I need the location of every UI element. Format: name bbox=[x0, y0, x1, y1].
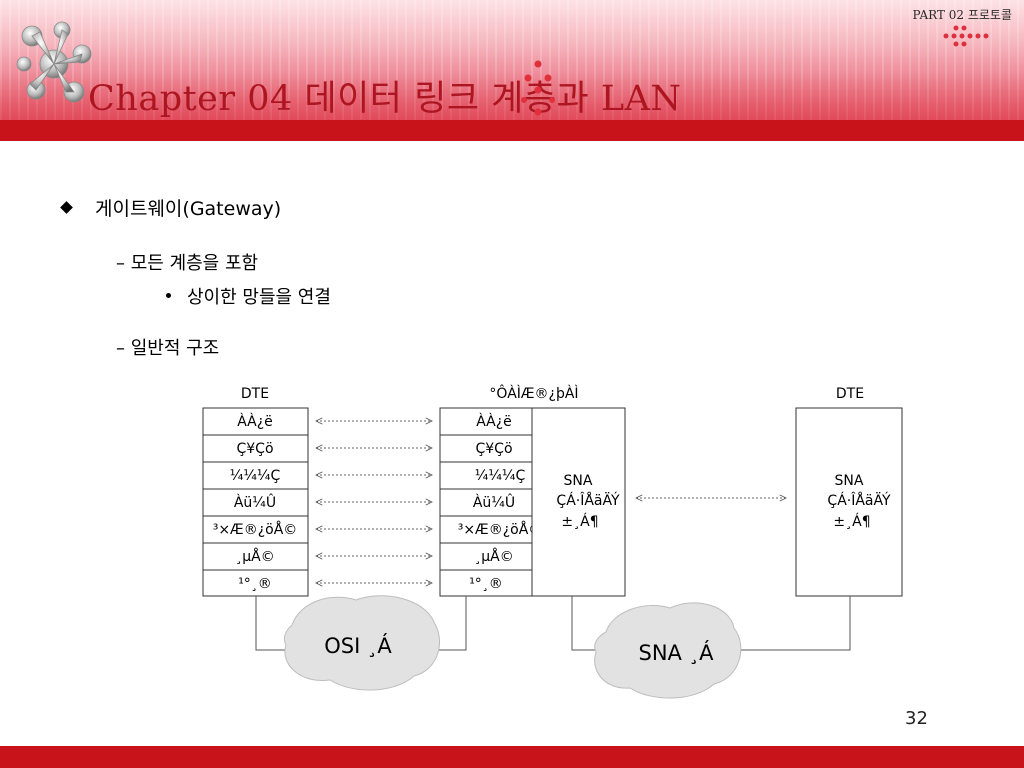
page-title: Chapter 04 데이터 링크 계층과 LAN bbox=[88, 79, 682, 119]
flower-logo-icon bbox=[16, 21, 92, 103]
gateway-sna-line-2: ÇÁ·ÎÅäÄÝ bbox=[556, 491, 620, 509]
right-sna-line-2: ÇÁ·ÎÅäÄÝ bbox=[827, 491, 891, 509]
osi-network-label: OSI ¸Á bbox=[324, 633, 392, 658]
top-red-bar bbox=[0, 120, 1024, 141]
left-layer-7: ¹°¸® bbox=[238, 576, 272, 592]
gateway-osi-connector bbox=[432, 596, 467, 651]
right-dte-box bbox=[795, 407, 903, 597]
sub-item-connect-networks: 상이한 망들을 연결 bbox=[166, 283, 331, 309]
sub-item-text: 상이한 망들을 연결 bbox=[187, 287, 331, 308]
gateway-layer-5: ³×Æ®¿öÅ© bbox=[458, 521, 543, 538]
sub-bullet-all-layers: – 모든 계층을 포함 bbox=[116, 253, 259, 274]
gateway-sna-line-1: SNA bbox=[564, 473, 593, 489]
dot-bullet-icon bbox=[166, 293, 171, 298]
header-banner bbox=[0, 0, 1024, 120]
left-layer-4: Àü¼Û bbox=[234, 493, 276, 511]
gateway-osi-stack-frame bbox=[439, 407, 533, 597]
left-layer-6: ¸µÅ© bbox=[235, 548, 274, 565]
gateway-layer-7: ¹°¸® bbox=[469, 576, 503, 592]
bullet-gateway: 게이트웨이(Gateway) bbox=[60, 194, 282, 221]
right-dte-label: DTE bbox=[836, 386, 864, 402]
sna-network-cloud bbox=[594, 602, 742, 699]
gateway-sna-box bbox=[531, 407, 626, 597]
decorative-dots-icon bbox=[943, 25, 989, 47]
part-label: PART 02 프로토콜 bbox=[912, 8, 1012, 22]
header-glow bbox=[0, 72, 1024, 120]
bullet-gateway-text: 게이트웨이(Gateway) bbox=[95, 198, 282, 220]
sub-bullet-structure: – 일반적 구조 bbox=[116, 338, 220, 359]
title-decorative-dots-icon bbox=[521, 60, 555, 116]
osi-network-cloud bbox=[283, 595, 440, 691]
left-dte-label: DTE bbox=[241, 386, 269, 402]
page-number: 32 bbox=[905, 708, 928, 729]
gateway-layer-4: Àü¼Û bbox=[473, 493, 515, 511]
left-layer-5: ³×Æ®¿öÅ© bbox=[213, 521, 298, 538]
left-layer-3: ¼¼¼Ç bbox=[230, 468, 281, 484]
gateway-sna-line-3: ±¸Á¶ bbox=[561, 513, 598, 530]
right-dte-connector bbox=[726, 596, 851, 651]
left-stack-frame bbox=[202, 407, 309, 597]
gateway-layer-3: ¼¼¼Ç bbox=[475, 468, 526, 484]
bottom-red-bar bbox=[0, 746, 1024, 768]
gateway-label: °ÔÀÌÆ®¿þÀÌ bbox=[489, 384, 578, 402]
right-sna-line-1: SNA bbox=[835, 473, 864, 489]
gateway-layer-6: ¸µÅ© bbox=[474, 548, 513, 565]
right-sna-line-3: ±¸Á¶ bbox=[833, 513, 870, 530]
gateway-layer-1: ÀÀ¿ë bbox=[476, 413, 512, 430]
left-layer-1: ÀÀ¿ë bbox=[237, 413, 273, 430]
left-dte-connector bbox=[255, 596, 290, 651]
sna-network-label: SNA ¸Á bbox=[639, 640, 715, 665]
gateway-sna-connector bbox=[571, 596, 604, 651]
left-layer-2: Ç¥Çö bbox=[236, 441, 273, 457]
gateway-layer-2: Ç¥Çö bbox=[475, 441, 512, 457]
